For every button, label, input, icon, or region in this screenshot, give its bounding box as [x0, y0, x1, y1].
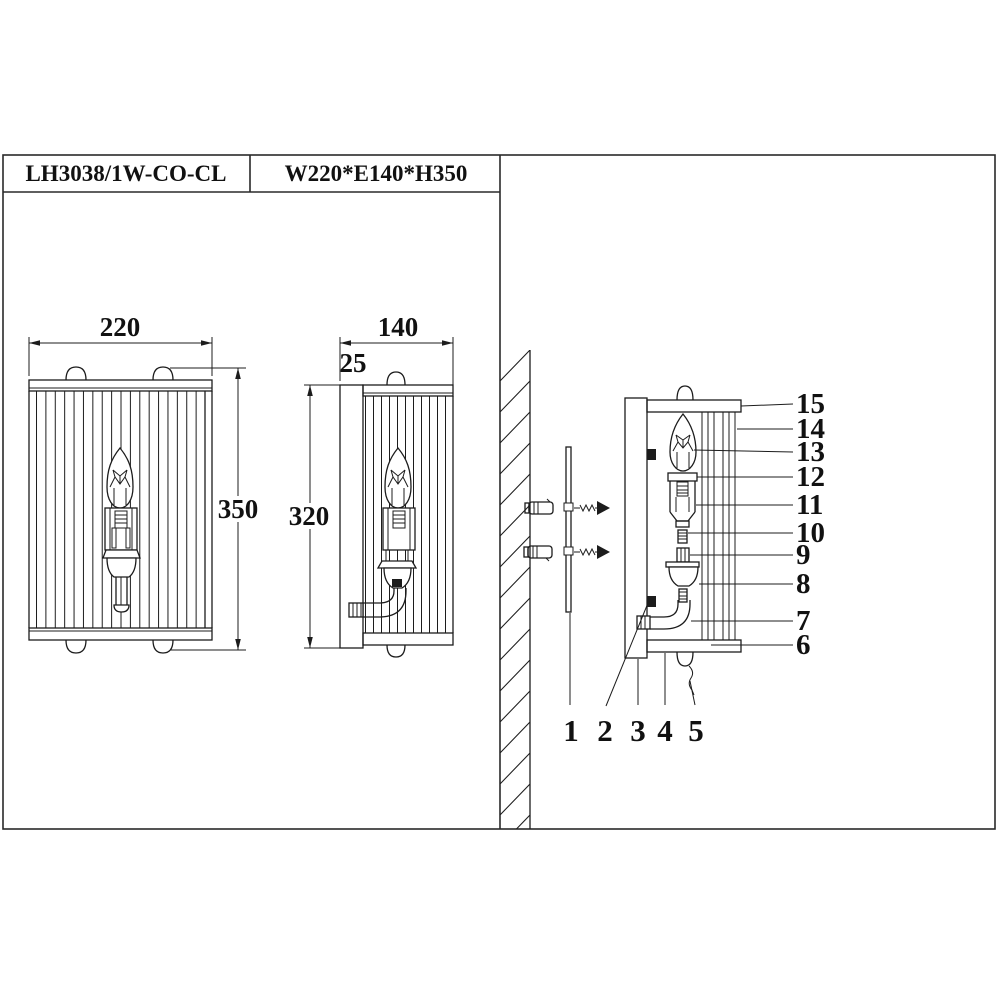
socket-taper	[669, 511, 696, 522]
mounting-screw-top	[574, 501, 610, 515]
side-depth-label: 140	[378, 312, 419, 342]
part-callout-14: 14	[796, 413, 825, 445]
side-arm-inner	[363, 588, 407, 618]
front-filament	[109, 469, 131, 505]
front-bottom-finial-left	[65, 639, 87, 654]
callout-leaders-bottom	[569, 602, 696, 707]
terminal-screw-bottom	[647, 596, 656, 607]
side-filament	[387, 469, 409, 505]
bulb-filament	[672, 434, 694, 468]
side-candle-assembly	[348, 446, 418, 618]
side-view: 140 25 320	[289, 312, 454, 658]
front-candle-assembly	[102, 446, 141, 613]
part-callout-8: 8	[796, 568, 811, 600]
part-callout-5: 5	[688, 713, 704, 748]
part-callout-7: 7	[796, 605, 811, 637]
hanging-wire-hook	[688, 665, 695, 696]
callout-numbers-bottom: 1 2 3 4 5	[563, 713, 704, 748]
side-depth-dimension: 140 25	[339, 312, 454, 392]
arm-inner	[650, 600, 691, 630]
wall-anchor-bottom	[523, 545, 553, 562]
size-code: W220*E140*H350	[285, 161, 468, 186]
front-view: 220 350	[28, 312, 259, 654]
wall-hatching	[500, 350, 530, 829]
lamp-backplate	[624, 397, 656, 659]
part-callout-3: 3	[630, 713, 646, 748]
side-height-label: 320	[289, 501, 330, 531]
housing-top-finial	[676, 385, 694, 401]
part-callout-15: 15	[796, 388, 825, 420]
lamp-housing	[646, 385, 742, 696]
front-stem	[115, 577, 128, 605]
front-flange	[102, 549, 141, 559]
terminal-screw-top	[647, 449, 656, 460]
side-bottom-finial	[386, 644, 406, 658]
exploded-candle-assembly	[636, 412, 700, 630]
side-cup	[383, 567, 412, 589]
front-height-label: 350	[218, 494, 259, 524]
cup-flange	[665, 561, 700, 568]
callout-numbers-right: 15 14 13 12 11 10 9 8 7 6	[796, 388, 825, 661]
front-stem-tip	[113, 604, 130, 613]
front-top-finial-right	[152, 366, 174, 381]
part-callout-2: 2	[597, 713, 613, 748]
front-cup	[106, 557, 137, 578]
part-callout-6: 6	[796, 629, 811, 661]
callout-leaders-right	[688, 403, 794, 646]
wall-section	[500, 350, 531, 829]
front-width-dimension: 220	[28, 312, 213, 376]
housing-bottom-finial	[676, 651, 694, 667]
mounting-screw-bottom	[574, 545, 610, 559]
side-arm-outer	[363, 588, 395, 604]
front-top-finial-left	[65, 366, 87, 381]
candle-cup	[668, 566, 699, 587]
part-callout-10: 10	[796, 517, 825, 549]
front-height-dimension: 350	[170, 367, 259, 651]
wall-anchor-top	[524, 498, 554, 515]
front-width-label: 220	[100, 312, 141, 342]
side-backplate-label: 25	[340, 348, 367, 378]
model-code: LH3038/1W-CO-CL	[25, 161, 226, 186]
mounting-plate	[563, 446, 574, 613]
arm-nut	[636, 615, 651, 630]
part-callout-9: 9	[796, 539, 811, 571]
part-callout-11: 11	[796, 489, 823, 521]
side-backplate	[339, 384, 364, 649]
part-callout-12: 12	[796, 461, 825, 493]
side-top-finial	[386, 371, 406, 386]
part-callout-1: 1	[563, 713, 579, 748]
socket-base	[675, 520, 690, 528]
part-callout-13: 13	[796, 436, 825, 468]
title-block: LH3038/1W-CO-CL W220*E140*H350	[25, 161, 467, 186]
exploded-view: 15 14 13 12 11 10 9 8 7 6 1 2 3 4 5	[523, 385, 825, 748]
arm-outer	[650, 600, 679, 618]
part-callout-4: 4	[657, 713, 673, 748]
side-flange	[376, 560, 418, 569]
lock-nut	[676, 547, 690, 563]
side-cup-terminal	[392, 579, 402, 587]
socket-flange	[667, 472, 698, 482]
side-height-dimension: 320	[289, 384, 340, 649]
front-bottom-finial-right	[152, 639, 174, 654]
